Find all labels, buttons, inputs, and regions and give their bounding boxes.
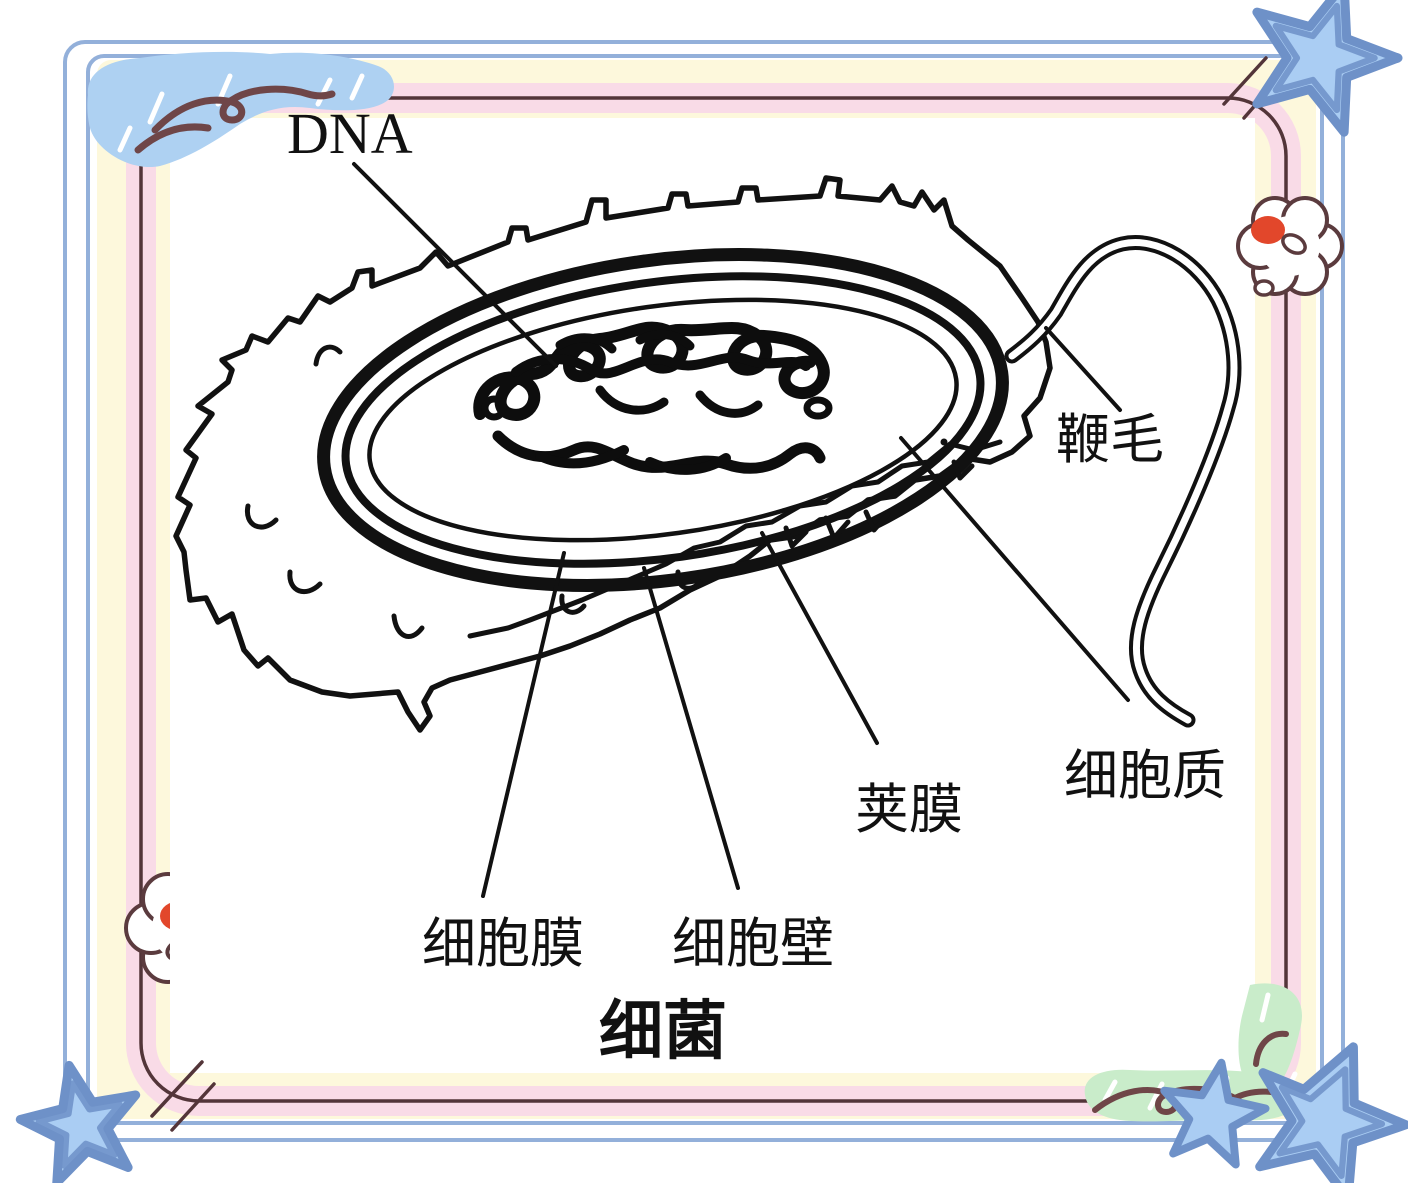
- brown-frame-line: [139, 96, 1288, 1103]
- label-capsule: 荚膜: [855, 780, 963, 840]
- leader-line-capsule: [760, 531, 879, 745]
- dna-scribble: [473, 321, 833, 475]
- capsule-outline: [173, 175, 1053, 733]
- label-cell-membrane: 细胞膜: [422, 914, 584, 974]
- label-cytoplasm: 细胞质: [1064, 746, 1226, 806]
- bacterium-illustration: [173, 162, 1242, 898]
- label-cell-wall: 细胞壁: [672, 914, 834, 974]
- label-dna: DNA: [287, 101, 413, 166]
- leader-line-cell-wall: [642, 566, 740, 890]
- star-decorations: [15, 0, 1408, 1183]
- label-flagellum: 鞭毛: [1056, 410, 1164, 470]
- cloud-icon: [87, 51, 395, 168]
- inner-blue-frame-line: [86, 54, 1324, 1125]
- leader-line-cytoplasm: [899, 436, 1130, 702]
- leader-line-dna: [352, 162, 558, 368]
- leader-line-cell-membrane: [481, 551, 566, 898]
- star-icon: [1160, 1058, 1270, 1169]
- cell-wall: [317, 248, 1009, 592]
- curl-doodle-icon: [134, 85, 336, 154]
- capsule-texture-ticks: [244, 344, 975, 639]
- flower-icon: [1236, 196, 1344, 297]
- page-title: 细菌: [599, 996, 727, 1067]
- leader-lines: [352, 162, 1130, 898]
- cloud-shine-streaks: [117, 73, 365, 153]
- flagellum: [1004, 235, 1242, 728]
- outer-blue-frame-line: [63, 40, 1345, 1142]
- leader-line-flagellum: [1044, 326, 1122, 412]
- cell-membrane: [367, 297, 959, 543]
